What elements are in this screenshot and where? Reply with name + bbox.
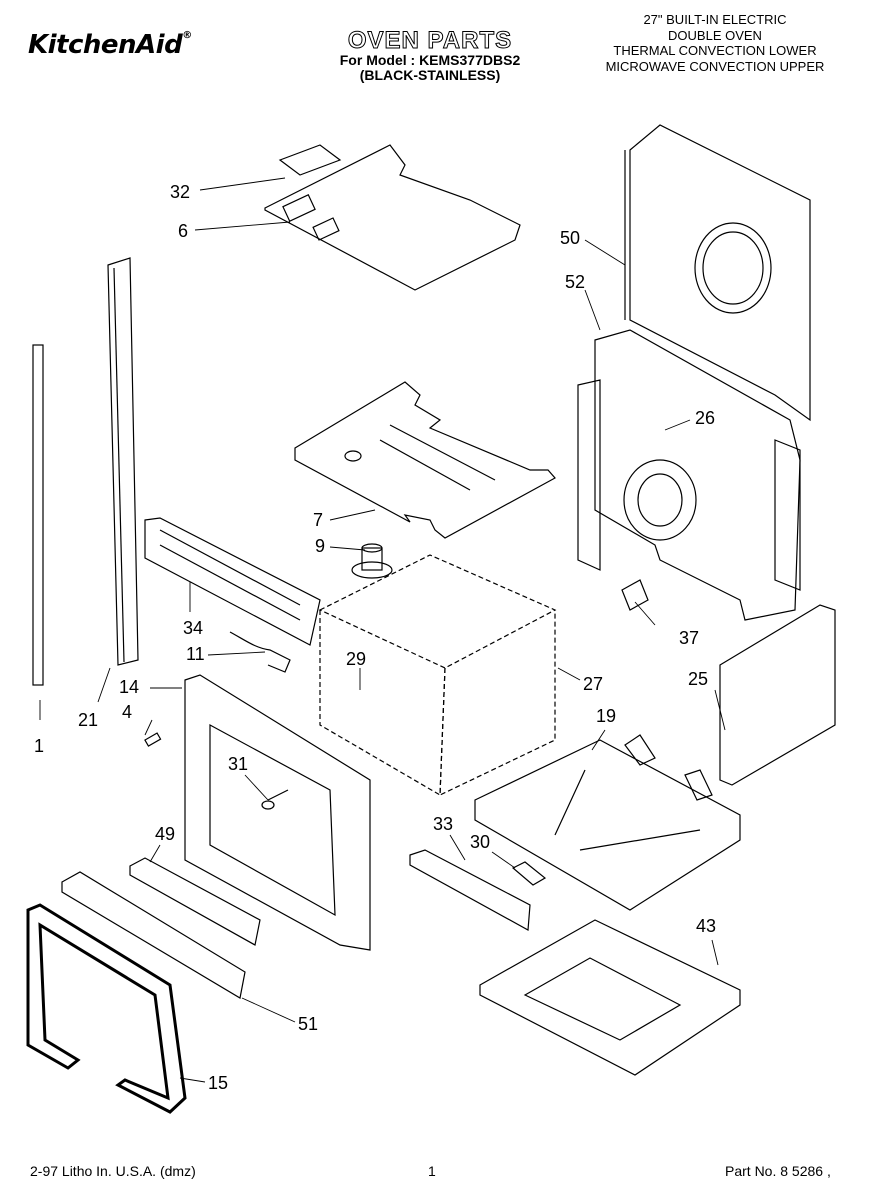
- callout-19: 19: [596, 706, 616, 726]
- callout-1: 1: [34, 736, 44, 756]
- door-rod-part: [32, 344, 44, 686]
- side-trim-part: [107, 257, 139, 666]
- callout-21: 21: [78, 710, 98, 730]
- spec-line: 27" BUILT-IN ELECTRIC: [643, 12, 787, 27]
- callout-30: 30: [470, 832, 490, 852]
- control-panel-part: [144, 517, 321, 646]
- page-title: OVEN PARTS: [347, 27, 513, 54]
- brand-logo: KitchenAid®: [28, 30, 192, 60]
- callout-6: 6: [178, 221, 188, 241]
- convection-back-part: [577, 329, 801, 621]
- callout-29: 29: [346, 649, 366, 669]
- callout-31: 31: [228, 754, 248, 774]
- oven-cavity-part: [318, 554, 557, 797]
- right-side-panel-part: [719, 604, 836, 786]
- door-gasket-part: [26, 903, 187, 1114]
- lamp-part: [261, 789, 289, 810]
- motor-part: [351, 543, 393, 579]
- callout-numbers: 32 6 50 52 26 7 9 34 11 14 4 21 1 31 29 …: [34, 182, 716, 1093]
- callout-27: 27: [583, 674, 603, 694]
- callout-50: 50: [560, 228, 580, 248]
- footer-print-info: 2-97 Litho In. U.S.A. (dmz): [30, 1163, 196, 1179]
- rail-part: [409, 849, 531, 931]
- callout-49: 49: [155, 824, 175, 844]
- spec-line: DOUBLE OVEN: [668, 27, 762, 43]
- callout-11: 11: [186, 644, 205, 664]
- callout-37: 37: [679, 628, 699, 648]
- heat-shield-part: [294, 381, 556, 539]
- title-block: OVEN PARTS For Model : KEMS377DBS2 (BLAC…: [330, 27, 530, 83]
- finish-line: (BLACK-STAINLESS): [359, 66, 501, 83]
- callout-15: 15: [208, 1073, 228, 1093]
- callout-34: 34: [183, 618, 203, 638]
- footer-page-number: 1: [428, 1163, 436, 1179]
- footer-part-number: Part No. 8 5286 ,: [725, 1163, 831, 1179]
- callout-43: 43: [696, 916, 716, 936]
- leader-lines: [39, 177, 726, 1083]
- spec-line: THERMAL CONVECTION LOWER: [613, 43, 817, 59]
- callout-7: 7: [313, 510, 323, 530]
- spec-line: MICROWAVE CONVECTION UPPER: [605, 58, 825, 74]
- fan-bracket-part: [621, 579, 649, 611]
- callout-52: 52: [565, 272, 585, 292]
- callout-32: 32: [170, 182, 190, 202]
- top-panel-part: [264, 144, 521, 291]
- spec-block: 27" BUILT-IN ELECTRIC DOUBLE OVEN THERMA…: [585, 12, 845, 74]
- callout-14: 14: [119, 677, 139, 697]
- back-panel-part: [624, 124, 811, 422]
- door-frame-part: [184, 674, 371, 951]
- callout-51: 51: [298, 1014, 318, 1034]
- callout-25: 25: [688, 669, 708, 689]
- callout-9: 9: [315, 536, 325, 556]
- bottom-pan-part: [479, 919, 741, 1076]
- callout-26: 26: [695, 408, 715, 428]
- screw-part: [144, 732, 162, 747]
- callout-33: 33: [433, 814, 453, 834]
- callout-4: 4: [122, 702, 132, 722]
- wire-harness-part: [229, 631, 291, 673]
- bottom-shelf-part: [474, 734, 741, 911]
- lower-trim-part: [129, 857, 261, 946]
- model-line: For Model : KEMS377DBS2: [339, 52, 521, 69]
- vent-trim-part: [61, 871, 246, 999]
- clip-part: [511, 861, 547, 886]
